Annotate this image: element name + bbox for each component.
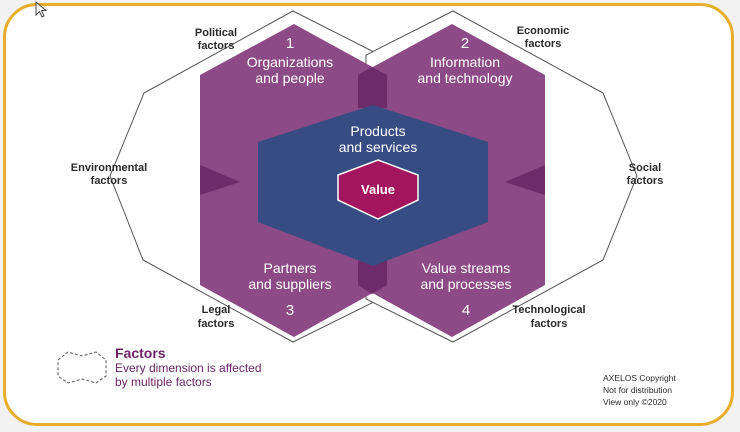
mouse-pointer-icon: [35, 1, 48, 18]
dimension-4-label-line2: and processes: [420, 276, 511, 292]
dimension-2-label-line1: Information: [430, 54, 500, 70]
dimension-1-label-line1: Organizations: [247, 54, 333, 70]
dimension-1-label-line2: and people: [255, 70, 325, 86]
copyright-line1: AXELOS Copyright: [603, 373, 676, 383]
economic-factors-label-line1: Economic: [517, 25, 570, 37]
political-factors-label-line2: factors: [198, 40, 235, 52]
technological-factors-label-line2: factors: [531, 318, 568, 330]
copyright-line2: Not for distribution: [603, 385, 672, 395]
legend-text-line2: by multiple factors: [115, 375, 212, 389]
products-label-line1: Products: [350, 123, 405, 139]
social-factors-label-line1: Social: [629, 162, 661, 174]
legend-factors-icon: [57, 351, 107, 384]
overlap-right: [505, 165, 545, 195]
economic-factors-label-line2: factors: [525, 38, 562, 50]
dimension-3-label-line2: and suppliers: [248, 276, 331, 292]
products-label-line2: and services: [339, 139, 418, 155]
technological-factors-label-line1: Technological: [512, 304, 585, 316]
dimension-3-number: 3: [286, 302, 294, 319]
dimension-2-label-line2: and technology: [418, 70, 513, 86]
political-factors-label-line1: Political: [195, 27, 237, 39]
dimension-4-label-line1: Value streams: [422, 260, 510, 276]
legend: Factors Every dimension is affected by m…: [57, 345, 262, 389]
environmental-factors-label-line2: factors: [91, 175, 128, 187]
overlap-top: [358, 67, 387, 108]
dimension-3-label-line1: Partners: [264, 260, 317, 276]
dimension-1-number: 1: [286, 35, 294, 52]
legal-factors-label-line1: Legal: [202, 304, 231, 316]
copyright-line3: View only ©2020: [603, 397, 667, 407]
legend-text-line1: Every dimension is affected: [115, 361, 262, 375]
dimension-2-number: 2: [461, 35, 469, 52]
social-factors-label-line2: factors: [627, 175, 664, 187]
dimension-4-number: 4: [462, 302, 470, 319]
legal-factors-label-line2: factors: [198, 318, 235, 330]
legend-title: Factors: [115, 345, 166, 361]
environmental-factors-label-line1: Environmental: [71, 162, 147, 174]
value-hexagon: [337, 159, 419, 220]
overlap-left: [200, 165, 240, 195]
value-label: Value: [361, 182, 395, 197]
